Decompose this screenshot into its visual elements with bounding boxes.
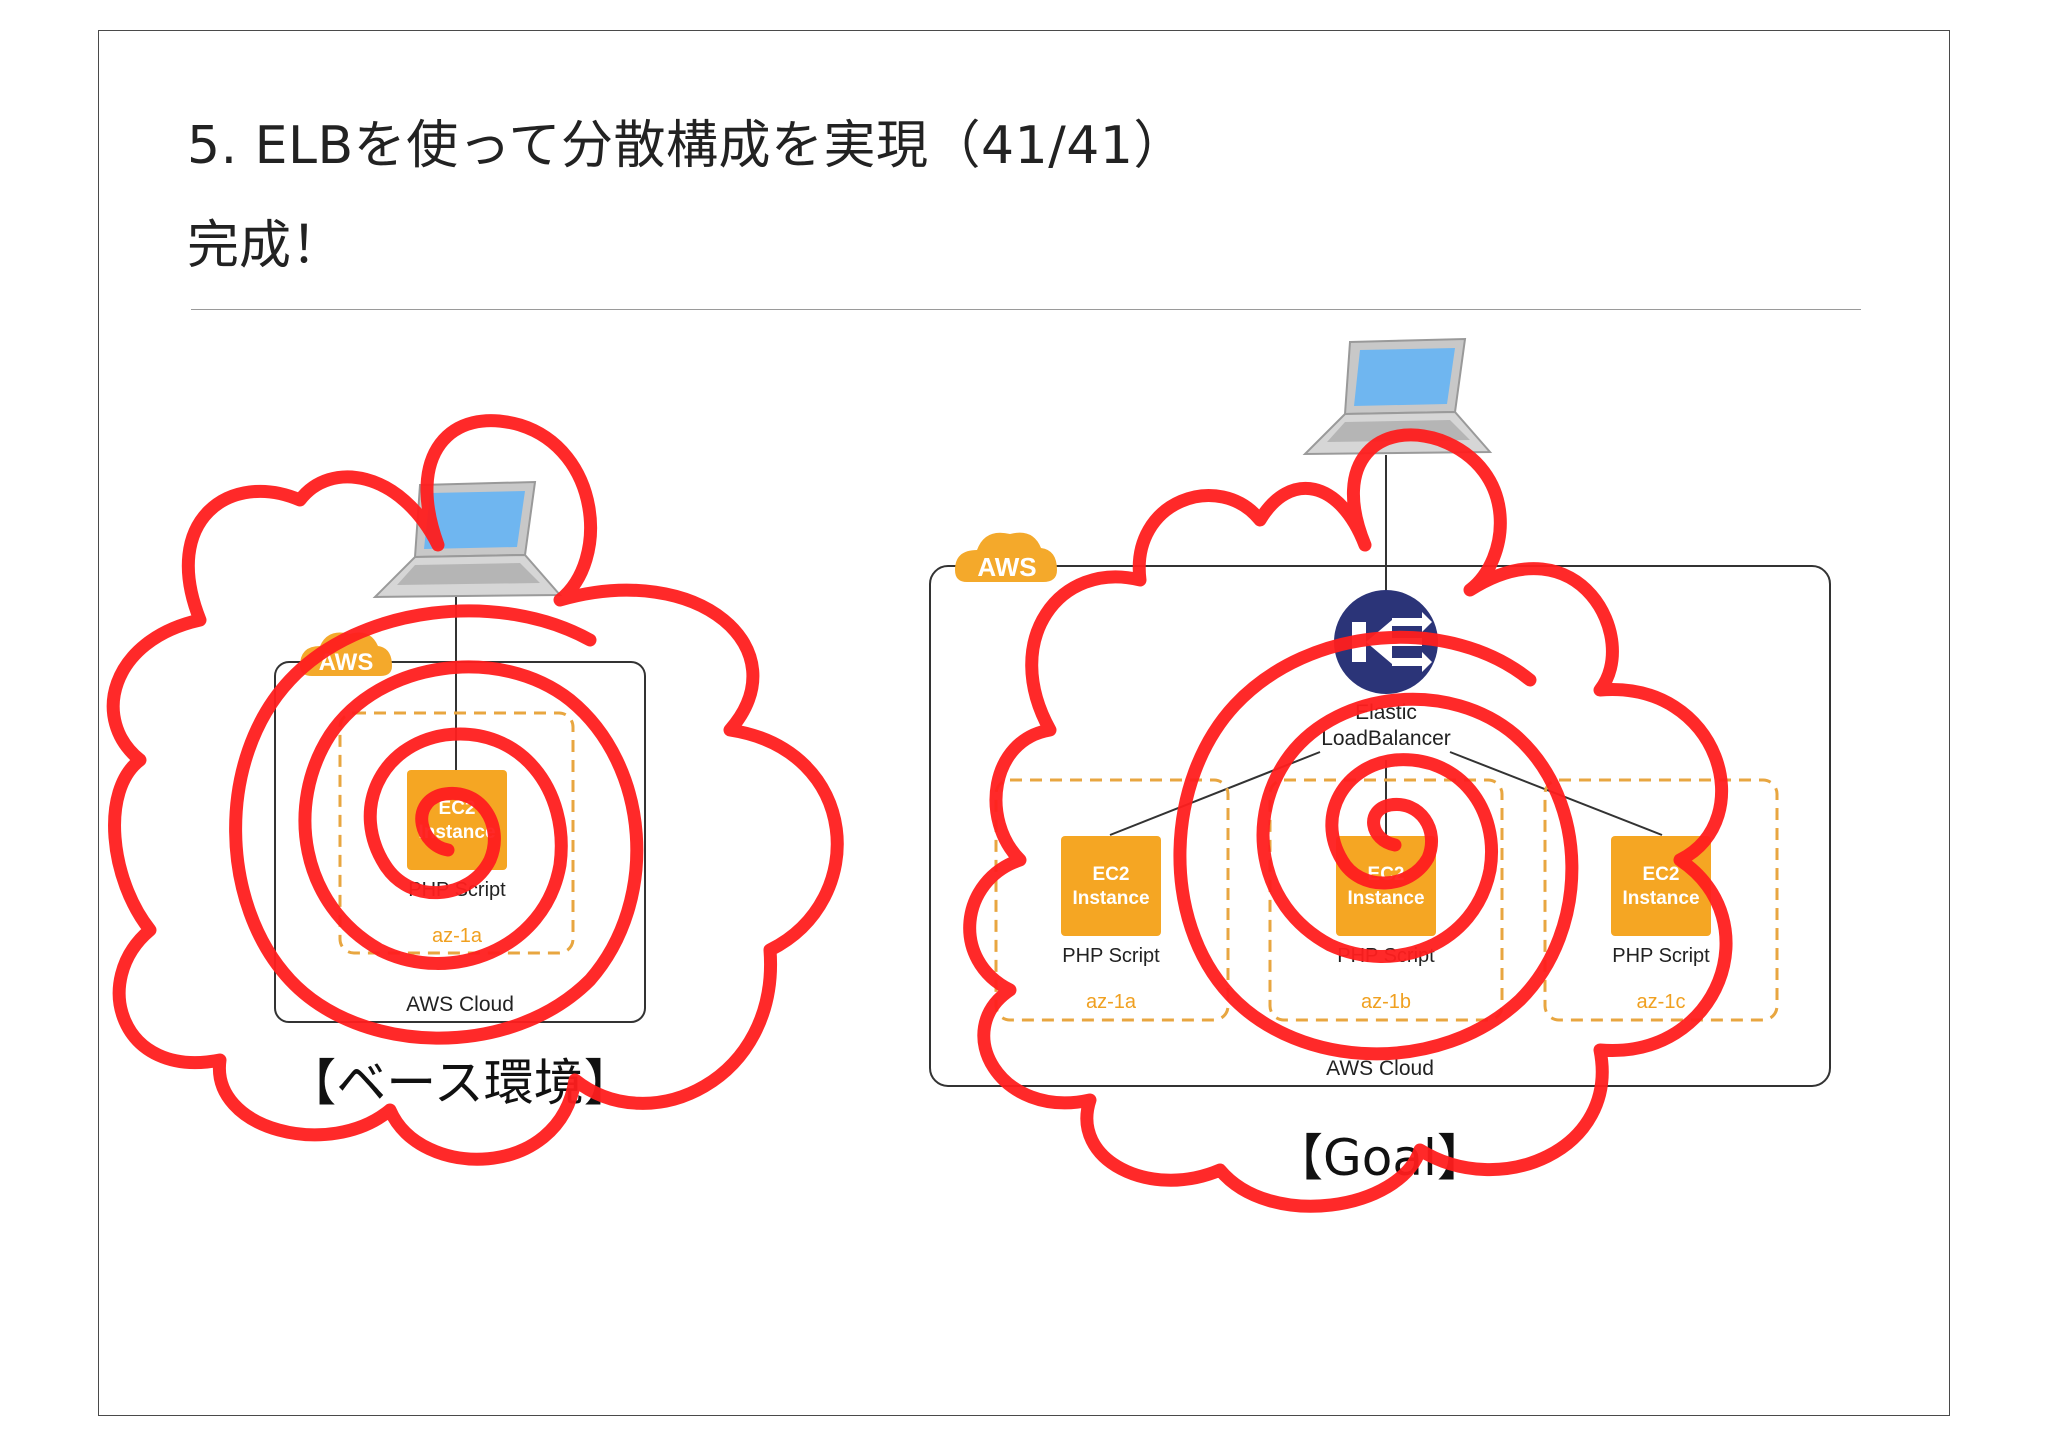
az-box — [1268, 778, 1504, 1022]
aws-cloud-box — [929, 565, 1831, 1087]
ec2-label-line2: Instance — [1072, 888, 1149, 909]
az-box — [338, 711, 575, 955]
php-script-label: PHP Script — [1062, 945, 1160, 967]
az-box — [994, 778, 1230, 1022]
slide-frame: 5. ELBを使って分散構成を実現（41/41） 完成！ — [98, 30, 1950, 1416]
flower-scribble-left — [106, 414, 844, 1166]
ec2-label-line1: EC2 — [1093, 864, 1130, 885]
az-label: az-1b — [1361, 991, 1411, 1013]
aws-badge-icon: AWS — [955, 532, 1057, 582]
az-label: az-1a — [432, 925, 483, 947]
title-divider — [191, 309, 1861, 310]
goal-environment: AWS Elastic LoadBalancer EC2 Instance PH… — [929, 337, 1831, 1187]
base-environment: AWS EC2 Instance PHP Script az-1a AWS Cl… — [274, 480, 646, 1112]
ec2-label-line1: EC2 — [439, 798, 476, 819]
ec2-label-line2: Instance — [1347, 888, 1424, 909]
spiral-scribble-left — [229, 604, 644, 1045]
aws-badge-label: AWS — [977, 552, 1036, 582]
ec2-instance-icon — [1061, 836, 1161, 936]
slide-title: 5. ELBを使って分散構成を実現（41/41） — [187, 116, 1186, 176]
ec2-label-line2: Instance — [1622, 888, 1699, 909]
elb-label-line2: LoadBalancer — [1321, 727, 1451, 750]
flower-scribble-right — [963, 428, 1733, 1213]
aws-cloud-label: AWS Cloud — [1326, 1057, 1434, 1080]
az-label: az-1a — [1086, 991, 1137, 1013]
ec2-label-line1: EC2 — [1643, 864, 1680, 885]
az-box — [1543, 778, 1779, 1022]
az-label: az-1c — [1637, 991, 1686, 1013]
laptop-icon — [372, 480, 563, 599]
slide-subtitle: 完成！ — [187, 216, 344, 276]
ec2-label-line2: Instance — [418, 822, 495, 843]
goal-caption: 【Goal】 — [1273, 1129, 1487, 1187]
spiral-scribble-right — [1173, 630, 1579, 1061]
aws-badge-icon: AWS — [300, 632, 392, 676]
aws-cloud-label: AWS Cloud — [406, 993, 514, 1016]
php-script-label: PHP Script — [1612, 945, 1710, 967]
